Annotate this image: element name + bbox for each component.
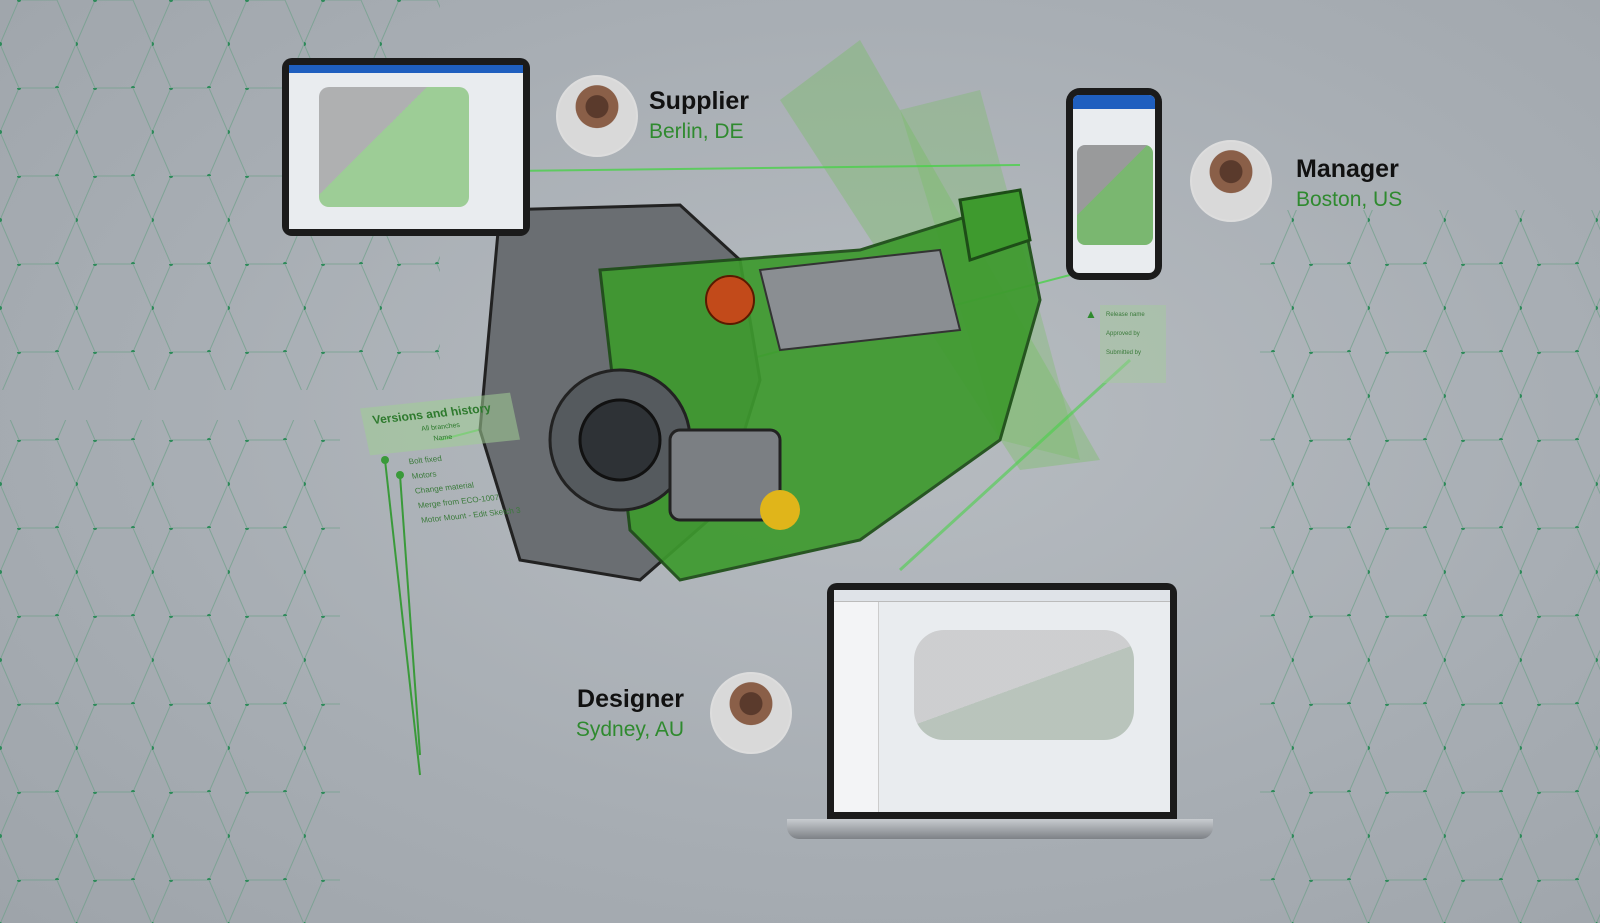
manager-avatar (1190, 140, 1272, 222)
versions-history-panel: Versions and history All branches Name B… (360, 392, 521, 776)
designer-label: Designer Sydney, AU (560, 685, 684, 742)
phone-device (1066, 88, 1162, 280)
cad-model-chainsaw-cutaway (478, 188, 1042, 582)
supplier-label: Supplier Berlin, DE (649, 87, 749, 144)
laptop-device (827, 583, 1177, 819)
manager-role: Manager (1296, 155, 1399, 183)
designer-avatar (710, 672, 792, 754)
phone-screen-cad-viewer (1073, 95, 1155, 273)
designer-location: Sydney, AU (575, 718, 684, 741)
release-info-card: Release name Approved by Submitted by (1100, 305, 1166, 383)
tablet-device (282, 58, 530, 236)
designer-role: Designer (577, 685, 684, 713)
release-up-icon: ▲ (1085, 307, 1097, 321)
laptop-base (787, 819, 1213, 839)
manager-location: Boston, US (1296, 188, 1403, 211)
tablet-screen-cad-viewer (289, 65, 523, 229)
supplier-location: Berlin, DE (649, 120, 744, 143)
supplier-avatar (556, 75, 638, 157)
approved-by-label: Approved by (1106, 331, 1140, 338)
release-name-label: Release name (1106, 312, 1145, 318)
laptop-screen-cad-editor (834, 590, 1170, 812)
submitted-by-label: Submitted by (1106, 350, 1142, 357)
supplier-role: Supplier (649, 87, 750, 115)
manager-label: Manager Boston, US (1296, 155, 1402, 212)
version-branch-lines (381, 456, 421, 776)
